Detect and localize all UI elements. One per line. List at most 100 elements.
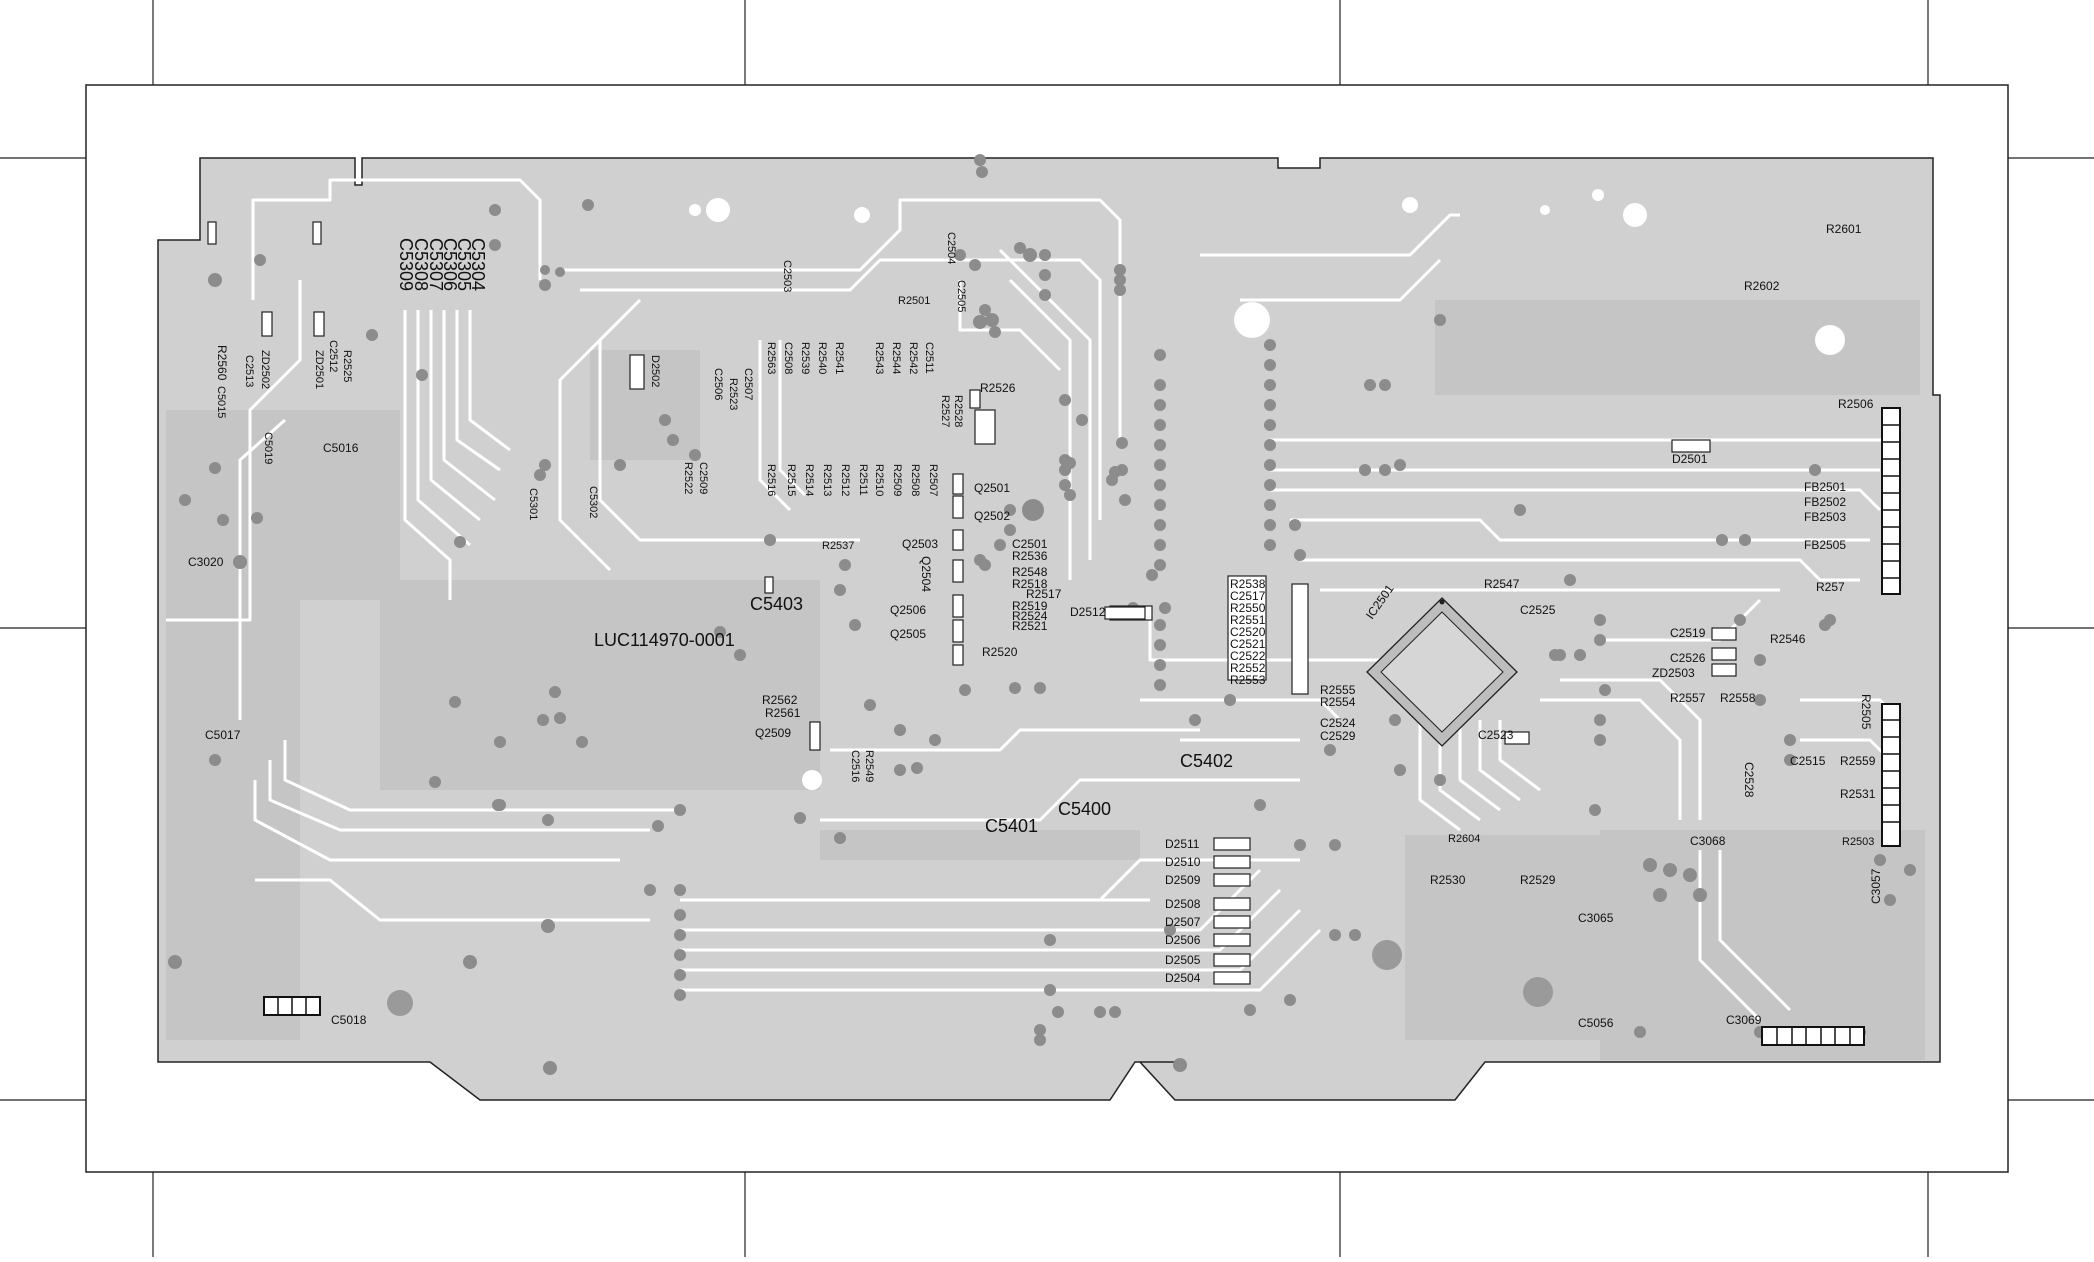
label-r2520: R2520 (982, 645, 1018, 659)
label-c5016: C5016 (323, 441, 359, 455)
label-r2601: R2601 (1826, 222, 1862, 236)
label-c5307: C5307 (426, 238, 446, 291)
label-c2519: C2519 (1670, 626, 1706, 640)
label-c5400: C5400 (1058, 799, 1111, 819)
label-r2516: R2516 (765, 464, 777, 496)
label-r2553: R2553 (1230, 673, 1266, 687)
label-c5018: C5018 (331, 1013, 367, 1027)
label-c2505: C2505 (955, 280, 967, 312)
label-r2512: R2512 (839, 464, 851, 496)
label-r2526: R2526 (980, 381, 1016, 395)
label-c5305: C5305 (454, 238, 474, 291)
label-r2523: R2523 (727, 378, 739, 410)
label-r2505: R2505 (1859, 694, 1873, 730)
label-c5019: C5019 (262, 432, 274, 464)
label-r2548: R2548 (1012, 565, 1048, 579)
silkscreen-labels: LUC114970-0001 R2601 R2602 R2506 D2501 F… (188, 222, 1883, 1030)
label-r2551: R2551 (1230, 613, 1266, 627)
label-d2504: D2504 (1165, 971, 1201, 985)
label-r2506: R2506 (1838, 397, 1874, 411)
label-q2501: Q2501 (974, 481, 1010, 495)
label-r2518: R2518 (1012, 577, 1048, 591)
label-c2501: C2501 (1012, 537, 1048, 551)
label-c2528: C2528 (1742, 762, 1756, 798)
connector-bottom-right (1761, 1026, 1865, 1046)
label-r2540: R2540 (816, 342, 828, 374)
label-r2528: R2528 (952, 395, 964, 427)
label-c2507: C2507 (742, 368, 754, 400)
label-c5056: C5056 (1578, 1016, 1614, 1030)
label-r2541: R2541 (833, 342, 845, 374)
connector-right-top (1881, 407, 1901, 595)
label-r2529: R2529 (1520, 873, 1556, 887)
label-d2512: D2512 (1070, 605, 1106, 619)
label-r2519: R2519 (1012, 599, 1048, 613)
label-r2501: R2501 (898, 295, 930, 307)
label-c2509: C2509 (697, 462, 709, 494)
label-r2542: R2542 (907, 342, 919, 374)
label-q2502: Q2502 (974, 509, 1010, 523)
label-d2502: D2502 (649, 355, 661, 387)
label-fb2501: FB2501 (1804, 480, 1846, 494)
label-d2506: D2506 (1165, 933, 1201, 947)
label-c2503: C2503 (781, 260, 793, 292)
ic2501-package (1366, 597, 1518, 747)
label-c3020: C3020 (188, 555, 224, 569)
label-fb2502: FB2502 (1804, 495, 1846, 509)
label-c5306: C5306 (440, 238, 460, 291)
label-r2561: R2561 (765, 706, 801, 720)
label-c5309: C5309 (396, 238, 416, 291)
label-c2529: C2529 (1320, 729, 1356, 743)
label-r2552: R2552 (1230, 661, 1266, 675)
label-r2510: R2510 (873, 464, 885, 496)
label-d2505: D2505 (1165, 953, 1201, 967)
label-c2504: C2504 (945, 232, 957, 264)
label-c2521: C2521 (1230, 637, 1266, 651)
label-c2515: C2515 (1790, 754, 1826, 768)
label-r2547: R2547 (1484, 577, 1520, 591)
label-r2524: R2524 (1012, 609, 1048, 623)
label-q2503: Q2503 (902, 537, 938, 551)
label-c5301: C5301 (527, 488, 539, 520)
label-c5017: C5017 (205, 728, 241, 742)
label-r2559: R2559 (1840, 754, 1876, 768)
label-c5302: C5302 (587, 486, 599, 518)
component-outlines (207, 221, 1737, 751)
label-c2526: C2526 (1670, 651, 1706, 665)
label-c2511: C2511 (923, 342, 935, 374)
connector-bottom-left (263, 996, 321, 1016)
label-c3057: C3057 (1869, 868, 1883, 904)
label-fb2503: FB2503 (1804, 510, 1846, 524)
label-r2544: R2544 (890, 342, 902, 374)
label-r2554: R2554 (1320, 695, 1356, 709)
label-c3065: C3065 (1578, 911, 1614, 925)
label-r2509: R2509 (891, 464, 903, 496)
label-r2562: R2562 (762, 693, 798, 707)
label-r2537: R2537 (822, 540, 854, 552)
label-d2508: D2508 (1165, 897, 1201, 911)
label-r2527: R2527 (939, 395, 951, 427)
label-c2516: C2516 (849, 750, 861, 782)
label-r2503: R2503 (1842, 836, 1874, 848)
label-c5401: C5401 (985, 816, 1038, 836)
label-c5308: C5308 (411, 238, 431, 291)
label-c3068: C3068 (1690, 834, 1726, 848)
label-c5403: C5403 (750, 594, 803, 614)
label-c2517: C2517 (1230, 589, 1266, 603)
label-r2530: R2530 (1430, 873, 1466, 887)
label-zd2502: ZD2502 (259, 350, 271, 389)
pcb-traces (166, 178, 1902, 1022)
label-r2513: R2513 (821, 464, 833, 496)
label-r2525: R2525 (341, 350, 353, 382)
pads (168, 154, 1916, 1075)
label-q2505: Q2505 (890, 627, 926, 641)
connector-right-mid (1881, 703, 1901, 847)
label-r2536: R2536 (1012, 549, 1048, 563)
label-c2525: C2525 (1520, 603, 1556, 617)
label-c2513: C2513 (243, 355, 255, 387)
label-r2511: R2511 (857, 464, 869, 496)
label-r2557: R2557 (1670, 691, 1706, 705)
label-q2509: Q2509 (755, 726, 791, 740)
label-r2546: R2546 (1770, 632, 1806, 646)
